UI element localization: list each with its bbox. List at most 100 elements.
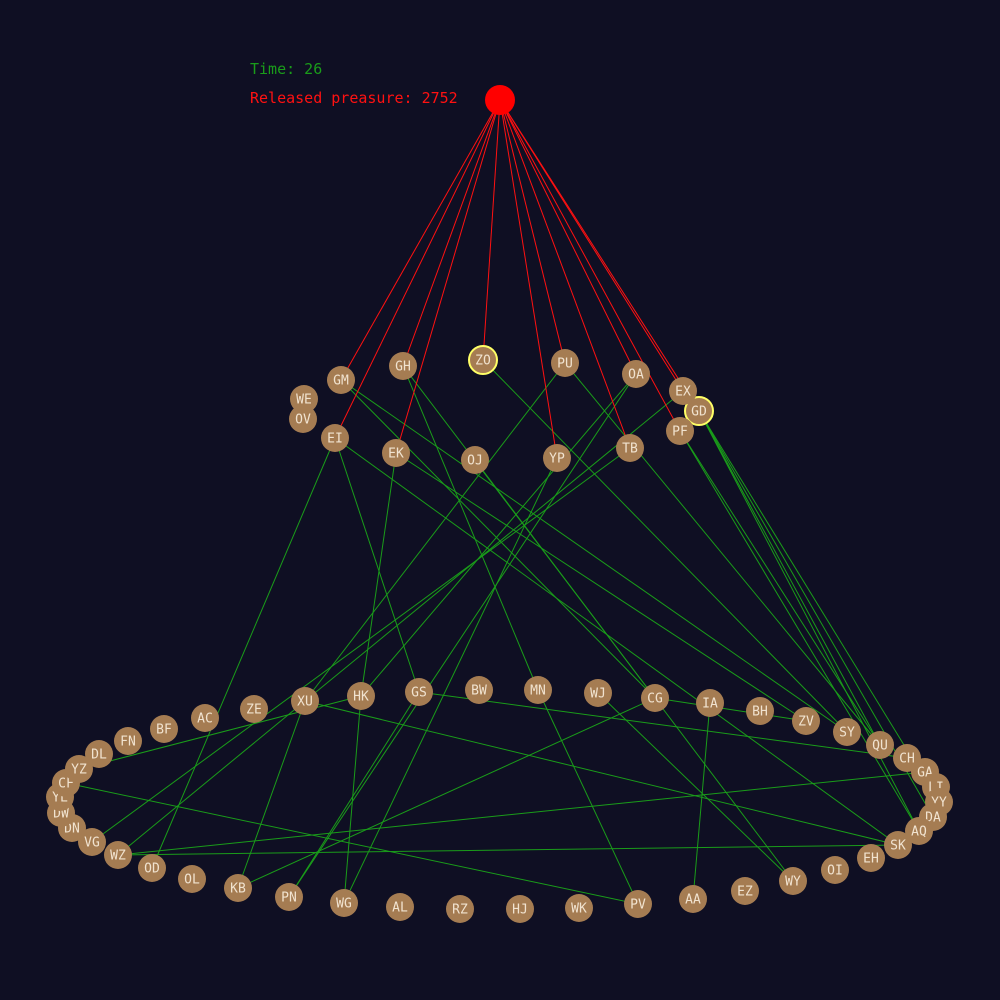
valve-label: WK xyxy=(571,902,587,917)
tunnel-edge-tb-vg xyxy=(91,447,631,843)
tunnel-edge-gd-yy xyxy=(698,410,940,803)
valve-label: KB xyxy=(230,882,246,897)
valve-node-we: WE xyxy=(290,385,318,413)
valve-label: SY xyxy=(839,726,855,741)
valve-circle xyxy=(330,889,358,917)
valve-circle xyxy=(666,417,694,445)
tunnel-edge-ek-hk xyxy=(360,452,397,697)
valve-node-pv: PV xyxy=(624,890,652,918)
tunnel-edge-oj-wy xyxy=(474,459,794,882)
valve-node-bw: BW xyxy=(465,676,493,704)
valve-circle xyxy=(321,424,349,452)
valve-circle xyxy=(543,444,571,472)
valve-circle xyxy=(291,687,319,715)
tunnel-edge-gm-sy xyxy=(340,379,848,733)
active-edge-root-yp xyxy=(499,99,558,459)
valve-node-ez: EZ xyxy=(731,877,759,905)
valve-circle xyxy=(468,345,498,375)
valve-label: DN xyxy=(64,822,80,837)
active-edge-root-oa xyxy=(499,99,637,375)
valve-circle xyxy=(78,828,106,856)
valve-node-wj: WJ xyxy=(584,679,612,707)
valve-label: VG xyxy=(84,836,100,851)
valve-circle xyxy=(275,883,303,911)
valve-node-ac: AC xyxy=(191,704,219,732)
valve-circle xyxy=(833,718,861,746)
valve-circle xyxy=(779,867,807,895)
valve-node-pf: PF xyxy=(666,417,694,445)
tunnel-edge-cf-pv xyxy=(65,782,639,905)
active-edge-root-ei xyxy=(334,99,501,439)
valve-circle xyxy=(347,682,375,710)
valve-node-zo: ZO xyxy=(468,345,498,375)
valve-label: PU xyxy=(557,357,573,372)
valve-circle xyxy=(85,740,113,768)
valve-node-wg: WG xyxy=(330,889,358,917)
valve-circle xyxy=(405,678,433,706)
valve-circle xyxy=(684,396,714,426)
valve-label: WY xyxy=(785,875,801,890)
tunnel-edges xyxy=(65,359,940,905)
valve-circle xyxy=(641,684,669,712)
valve-node-zv: ZV xyxy=(792,707,820,735)
valve-circle xyxy=(461,446,489,474)
valve-label: EI xyxy=(327,432,343,447)
valve-label: GD xyxy=(691,405,707,420)
tunnel-edge-gm-cg xyxy=(340,379,656,699)
valve-node-qu: QU xyxy=(866,731,894,759)
valve-node-sy: SY xyxy=(833,718,861,746)
valve-node-ei: EI xyxy=(321,424,349,452)
tunnel-edge-ei-gs xyxy=(334,437,420,693)
tunnel-edge-mn-pv xyxy=(537,689,639,905)
valve-circle xyxy=(731,877,759,905)
valve-label: OI xyxy=(827,864,843,879)
tunnel-edge-oa-pn xyxy=(288,373,637,898)
active-edge-root-pu xyxy=(499,99,566,364)
valve-node-ia: IA xyxy=(696,689,724,717)
tunnel-edge-wz-ga xyxy=(117,771,926,856)
valve-circle xyxy=(584,679,612,707)
valve-label: EK xyxy=(388,447,404,462)
valve-node-hj: HJ xyxy=(506,895,534,923)
valve-circle xyxy=(150,715,178,743)
valve-node-tb: TB xyxy=(616,434,644,462)
valve-label: OL xyxy=(184,873,200,888)
active-edge-root-ek xyxy=(395,99,501,454)
active-edge-root-gd xyxy=(499,99,700,412)
valve-node-yp: YP xyxy=(543,444,571,472)
valve-circle xyxy=(386,893,414,921)
valve-node-kb: KB xyxy=(224,874,252,902)
valve-node-ex: EX xyxy=(669,377,697,405)
valve-circle xyxy=(114,727,142,755)
valve-label: WJ xyxy=(590,687,606,702)
valve-circle xyxy=(178,865,206,893)
valve-circle xyxy=(524,676,552,704)
valve-label: OV xyxy=(295,413,311,428)
valve-circle xyxy=(565,894,593,922)
valve-circle xyxy=(624,890,652,918)
valve-node-ek: EK xyxy=(382,439,410,467)
tunnel-edge-gs-pn xyxy=(288,691,420,898)
valve-node-dl: DL xyxy=(85,740,113,768)
valve-label: AA xyxy=(685,893,701,908)
valve-circle xyxy=(382,439,410,467)
tunnel-edge-gd-da xyxy=(698,410,934,818)
released-pressure-counter: Released preasure: 2752 xyxy=(250,89,458,107)
valve-label: CG xyxy=(647,692,663,707)
valve-label: HK xyxy=(353,690,369,705)
valve-circle xyxy=(905,817,933,845)
valve-node-pn: PN xyxy=(275,883,303,911)
valve-label: ZO xyxy=(475,354,491,369)
valve-circle xyxy=(866,731,894,759)
valve-node-oa: OA xyxy=(622,360,650,388)
tunnel-edge-xu-sk xyxy=(304,700,899,846)
valve-label: IA xyxy=(702,697,718,712)
valve-node-ov: OV xyxy=(289,405,317,433)
time-counter: Time: 26 xyxy=(250,60,323,78)
tunnel-edge-xu-kb xyxy=(237,700,306,889)
valve-node-od: OD xyxy=(138,854,166,882)
valve-node-vg: VG xyxy=(78,828,106,856)
valve-node-yz: YZ xyxy=(65,755,93,783)
tunnel-edge-cg-kb xyxy=(237,697,656,889)
valve-circle xyxy=(65,755,93,783)
